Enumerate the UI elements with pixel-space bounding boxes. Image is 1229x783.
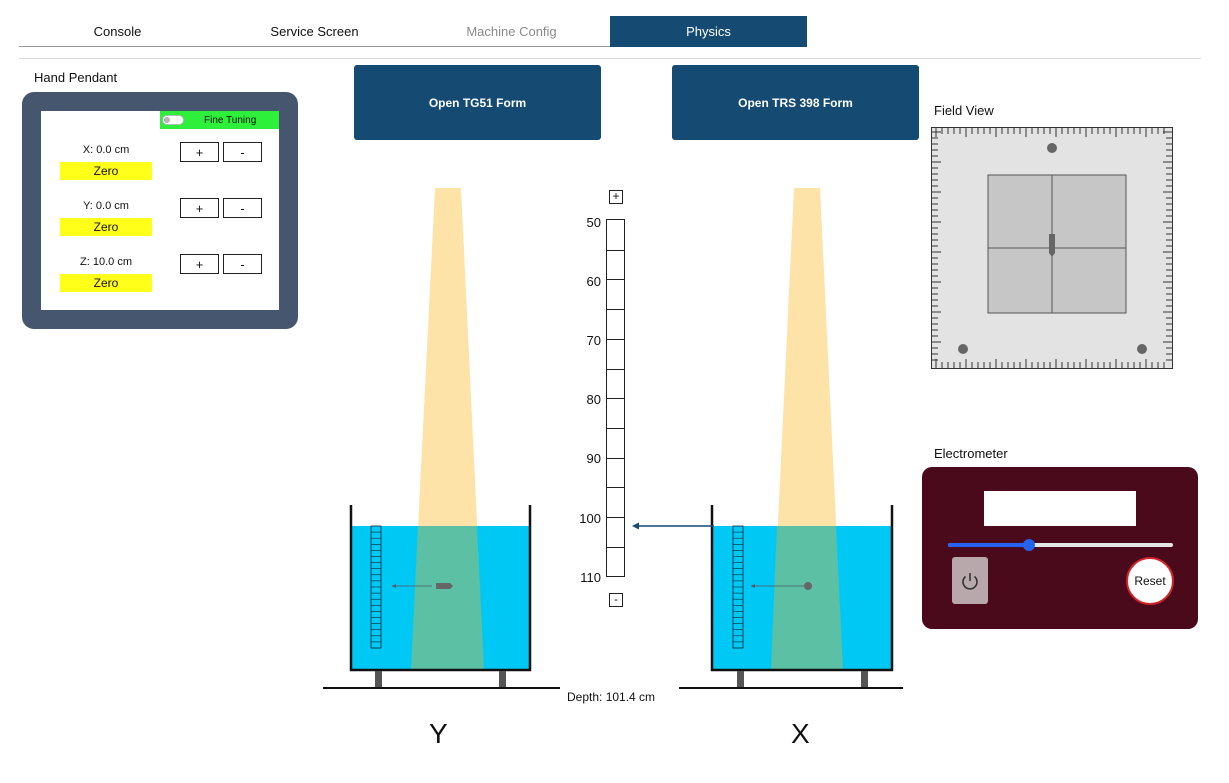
electrometer-readout xyxy=(984,491,1136,526)
beam-in-water xyxy=(771,526,843,669)
ruler-label: 50 xyxy=(586,215,601,230)
depth-decrease-button[interactable]: - xyxy=(609,593,623,607)
ruler-tick xyxy=(607,457,624,459)
tank-leg xyxy=(375,671,382,687)
field-view-title: Field View xyxy=(934,103,994,118)
z-plus-button[interactable]: + xyxy=(180,254,219,274)
tank-y-scene xyxy=(323,188,560,689)
y-minus-button[interactable]: - xyxy=(223,198,262,218)
ion-chamber-icon xyxy=(436,583,453,589)
ruler-label: 70 xyxy=(586,333,601,348)
tab-physics[interactable]: Physics xyxy=(610,16,807,47)
tank-x-axis-label: X xyxy=(791,718,810,749)
x-plus-button[interactable]: + xyxy=(180,142,219,162)
ruler-tick xyxy=(607,309,624,311)
depth-ruler xyxy=(606,219,625,577)
y-position-label: Y: 0.0 cm xyxy=(83,200,129,212)
hand-pendant-title: Hand Pendant xyxy=(34,70,118,85)
depth-scale xyxy=(732,525,744,649)
z-position-label: Z: 10.0 cm xyxy=(80,256,132,268)
depth-readout: Depth: 101.4 cm xyxy=(567,690,656,704)
ruler-tick xyxy=(607,279,624,281)
fine-tuning-toggle[interactable]: Fine Tuning xyxy=(160,111,279,129)
ruler-label: 90 xyxy=(586,451,601,466)
open-tg51-form-button[interactable]: Open TG51 Form xyxy=(354,65,601,140)
hand-pendant-panel: Fine Tuning X: 0.0 cm Zero + - Y: 0.0 cm… xyxy=(22,92,298,329)
power-icon xyxy=(962,572,978,590)
tab-console[interactable]: Console xyxy=(19,16,216,47)
ruler-label: 60 xyxy=(586,274,601,289)
beam-in-water xyxy=(411,526,484,669)
slider-thumb[interactable] xyxy=(1023,539,1035,551)
field-view xyxy=(931,127,1173,369)
zero-z-button[interactable]: Zero xyxy=(60,274,152,292)
x-position-label: X: 0.0 cm xyxy=(82,144,130,156)
electrometer-title: Electrometer xyxy=(934,446,1008,461)
ruler-label: 80 xyxy=(586,392,601,407)
radiation-field xyxy=(987,174,1127,314)
hand-pendant-inner: Fine Tuning X: 0.0 cm Zero + - Y: 0.0 cm… xyxy=(41,111,279,310)
tank-y-axis-label: Y xyxy=(429,718,448,749)
tank-wall xyxy=(710,505,894,672)
toggle-switch-icon[interactable] xyxy=(162,115,184,125)
tank-leg xyxy=(737,671,744,687)
fine-tuning-label: Fine Tuning xyxy=(204,114,257,126)
tank-x-scene xyxy=(679,188,903,689)
zero-x-button[interactable]: Zero xyxy=(60,162,152,180)
chamber-marker-icon xyxy=(1049,234,1055,257)
tank-leg xyxy=(861,671,868,687)
ruler-tick xyxy=(607,546,624,548)
power-button[interactable] xyxy=(952,557,988,604)
y-plus-button[interactable]: + xyxy=(180,198,219,218)
electrometer-panel: Reset xyxy=(922,467,1198,629)
header-divider xyxy=(19,58,1201,59)
open-trs398-form-button[interactable]: Open TRS 398 Form xyxy=(672,65,919,140)
field-view-graphic xyxy=(932,128,1172,368)
ruler-tick xyxy=(607,368,624,370)
arrow-head-icon xyxy=(632,522,639,530)
tab-service-screen[interactable]: Service Screen xyxy=(216,16,413,47)
depth-increase-button[interactable]: + xyxy=(609,190,623,204)
slider-fill xyxy=(948,543,1029,547)
zero-y-button[interactable]: Zero xyxy=(60,218,152,236)
ruler-tick xyxy=(607,517,624,518)
electrometer-slider[interactable] xyxy=(948,539,1173,551)
tank-leg xyxy=(499,671,506,687)
ion-chamber-icon xyxy=(804,582,812,590)
ruler-label: 100 xyxy=(579,511,601,526)
x-minus-button[interactable]: - xyxy=(223,142,262,162)
ruler-tick xyxy=(607,487,624,489)
reference-dot xyxy=(958,344,968,354)
ruler-label: 110 xyxy=(580,570,601,585)
tab-bar: Console Service Screen Machine Config Ph… xyxy=(19,16,807,47)
tab-machine-config: Machine Config xyxy=(413,16,610,47)
reset-button[interactable]: Reset xyxy=(1126,557,1174,605)
z-minus-button[interactable]: - xyxy=(223,254,262,274)
ruler-tick xyxy=(607,249,624,251)
ruler-tick xyxy=(607,398,624,400)
tank-wall xyxy=(349,505,532,672)
reference-dot xyxy=(1137,344,1147,354)
depth-scale xyxy=(370,525,382,649)
reference-dot xyxy=(1047,143,1057,153)
ruler-tick xyxy=(607,338,624,340)
ruler-tick xyxy=(607,427,624,429)
water-level-arrow xyxy=(632,522,714,530)
